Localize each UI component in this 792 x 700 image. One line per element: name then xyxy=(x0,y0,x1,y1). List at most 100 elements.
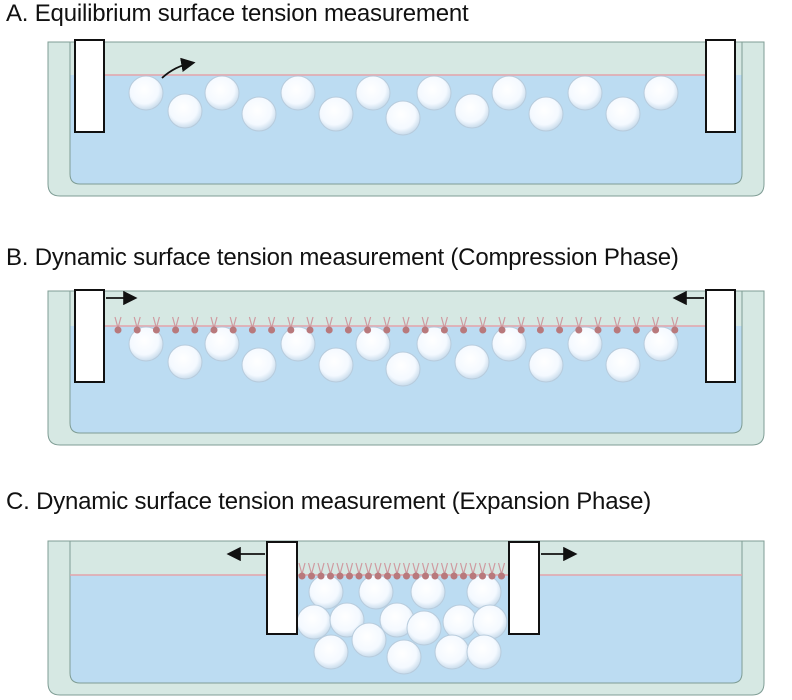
barrier xyxy=(266,541,298,635)
lipid-head xyxy=(422,572,429,580)
vesicle xyxy=(454,344,490,380)
lipid-head xyxy=(229,326,237,334)
lipid-head xyxy=(479,572,486,580)
lipid-head xyxy=(498,572,505,580)
panel-b-title: B. Dynamic surface tension measurement (… xyxy=(6,244,679,271)
lipid-head xyxy=(172,326,180,334)
lipid-head xyxy=(460,326,468,334)
vesicle xyxy=(355,75,391,111)
vesicle xyxy=(296,604,332,640)
lipid-head xyxy=(383,326,391,334)
lipid-head xyxy=(336,572,344,580)
vesicle xyxy=(605,96,641,132)
vesicle xyxy=(204,326,240,362)
vesicle xyxy=(466,574,502,610)
vesicle xyxy=(241,347,277,383)
panel-c-trough xyxy=(47,540,765,696)
vesicle xyxy=(410,574,446,610)
lipid-head xyxy=(556,326,564,334)
vesicle xyxy=(567,326,603,362)
lipid-head xyxy=(298,572,306,580)
vesicle xyxy=(491,75,527,111)
lipid-head xyxy=(613,326,621,334)
vesicle xyxy=(351,622,387,658)
lipid-head xyxy=(248,326,256,334)
vesicle xyxy=(318,96,354,132)
lipid-head xyxy=(306,326,314,334)
lipid-head xyxy=(346,572,353,580)
vesicle xyxy=(280,75,316,111)
vesicle xyxy=(128,326,164,362)
trough-inner-outline xyxy=(69,42,743,185)
vesicle xyxy=(406,610,442,646)
lipid-head xyxy=(403,572,410,580)
lipid-head xyxy=(384,572,391,580)
lipid-head xyxy=(210,326,218,334)
panel-a-trough xyxy=(47,39,765,197)
lipid-head xyxy=(536,326,544,334)
lipid-head xyxy=(374,572,382,580)
lipid-head xyxy=(191,326,199,334)
vesicle xyxy=(318,347,354,383)
lipid-head xyxy=(594,326,602,334)
vesicle xyxy=(643,75,679,111)
lipid-head xyxy=(287,326,295,334)
vesicle xyxy=(204,75,240,111)
vesicle xyxy=(386,639,422,675)
lipid-head xyxy=(268,326,276,334)
lipid-head xyxy=(317,572,325,580)
panel-a-title: A. Equilibrium surface tension measureme… xyxy=(6,0,469,27)
lipid-head xyxy=(412,572,420,580)
vesicle xyxy=(280,326,316,362)
lipid-head xyxy=(114,326,122,334)
vesicle xyxy=(385,351,421,387)
vesicle xyxy=(567,75,603,111)
lipid-head xyxy=(440,326,448,334)
barrier xyxy=(74,39,105,133)
lipid-head xyxy=(488,572,496,580)
vesicle xyxy=(472,604,508,640)
lipid-head xyxy=(365,572,372,580)
vesicle xyxy=(491,326,527,362)
lipid-head xyxy=(325,326,333,334)
vesicle xyxy=(605,347,641,383)
barrier xyxy=(74,289,105,383)
vesicle xyxy=(416,75,452,111)
vesicle xyxy=(528,347,564,383)
lipid-head xyxy=(133,326,141,334)
vesicle xyxy=(313,634,349,670)
lipid-head xyxy=(479,326,487,334)
vesicle xyxy=(358,574,394,610)
vesicle xyxy=(385,100,421,136)
lipid-head xyxy=(460,572,467,580)
vesicle xyxy=(241,96,277,132)
lipid-head xyxy=(441,572,448,580)
lipid-head xyxy=(671,326,679,334)
vesicle xyxy=(308,574,344,610)
lipid-head xyxy=(308,572,315,580)
lipid-head xyxy=(421,326,429,334)
lipid-head xyxy=(393,572,401,580)
lipid-head xyxy=(575,326,583,334)
panel-b-trough xyxy=(47,289,765,446)
lipid-head xyxy=(431,572,439,580)
vesicle xyxy=(329,602,365,638)
vesicle xyxy=(466,634,502,670)
vesicle xyxy=(167,93,203,129)
lipid-head xyxy=(327,572,334,580)
lipid-head xyxy=(517,326,525,334)
vesicle xyxy=(167,344,203,380)
lipid-head xyxy=(469,572,477,580)
lipid-head xyxy=(402,326,410,334)
vesicle xyxy=(643,326,679,362)
arrow xyxy=(161,57,196,79)
lipid-head xyxy=(344,326,352,334)
lipid-head xyxy=(364,326,372,334)
vesicle xyxy=(128,75,164,111)
lipid-head xyxy=(498,326,506,334)
vesicle xyxy=(355,326,391,362)
barrier xyxy=(508,541,540,635)
vesicle xyxy=(434,634,470,670)
vesicle xyxy=(442,604,478,640)
